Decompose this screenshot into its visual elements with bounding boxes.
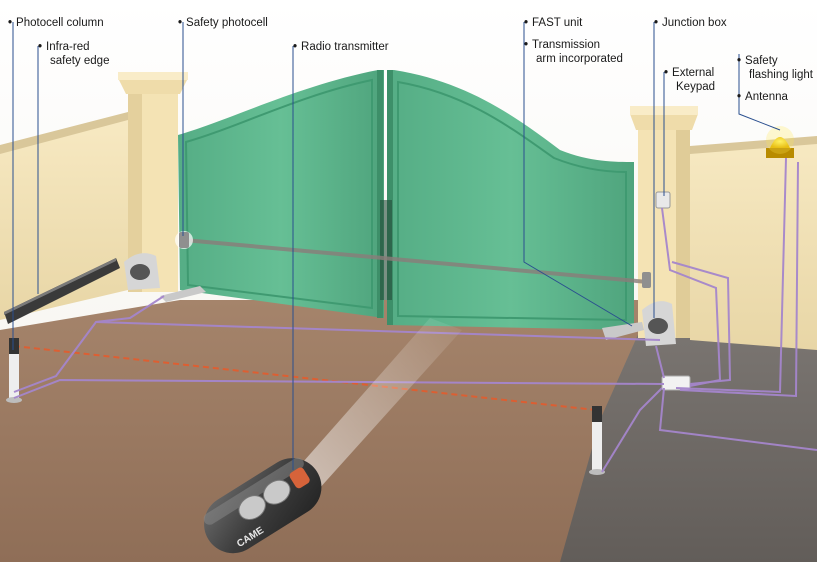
callout-junction-box: •Junction box	[654, 17, 727, 29]
safety-flashing-light	[766, 126, 794, 158]
callout-radio-transmitter: •Radio transmitter	[293, 41, 389, 53]
left-operator	[124, 253, 206, 302]
photocell-beam	[183, 238, 649, 284]
photocell-column-left	[6, 338, 22, 403]
callout-antenna: •Antenna	[737, 91, 788, 103]
cabling	[13, 157, 817, 473]
ground-road	[560, 330, 817, 562]
photocell-right-pillar	[642, 272, 651, 288]
callout-safety-photocell: •Safety photocell	[178, 17, 268, 29]
callout-transmission-arm: •Transmission arm incorporated	[524, 39, 623, 65]
fast-unit	[602, 301, 676, 346]
radio-transmitter: CAME	[203, 457, 322, 554]
callout-safety-flashing-light: •Safety flashing light	[737, 55, 813, 81]
external-keypad	[655, 191, 671, 209]
photocell-column-right	[589, 406, 605, 475]
callout-infra-red-safety-edge: •Infra-red safety edge	[38, 41, 110, 67]
callout-photocell-column: •Photocell column	[8, 17, 104, 29]
infra-red-safety-edge	[4, 258, 120, 324]
callout-external-keypad: •External Keypad	[664, 67, 716, 93]
callout-fast-unit: •FAST unit	[524, 17, 583, 29]
infrared-ground-beam	[13, 345, 597, 411]
callout-lines	[12, 22, 781, 470]
transmission-arm	[602, 322, 644, 340]
safety-photocell	[175, 231, 193, 249]
transmitter-signal	[296, 318, 462, 490]
